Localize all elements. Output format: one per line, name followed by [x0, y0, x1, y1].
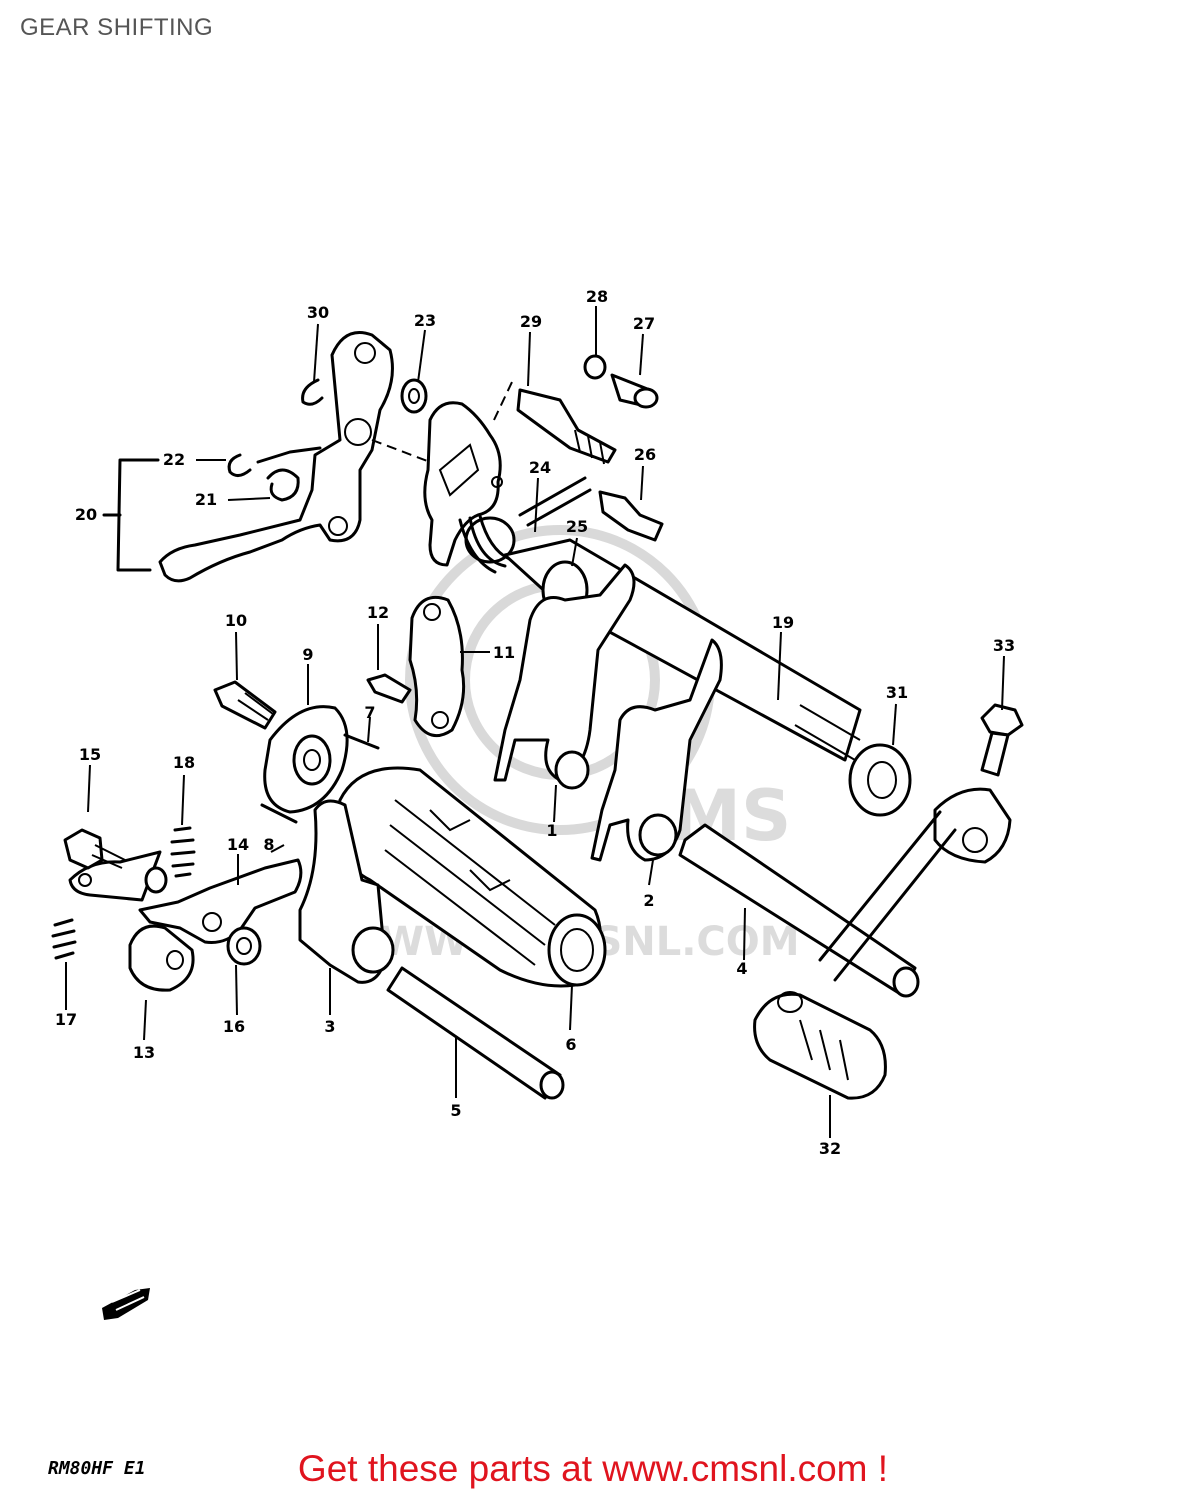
callout-6: 6 [565, 1035, 576, 1054]
callout-25: 25 [566, 517, 588, 536]
callout-13: 13 [133, 1043, 155, 1062]
callout-16: 16 [223, 1017, 245, 1036]
callout-28: 28 [586, 287, 608, 306]
callout-14: 14 [227, 835, 249, 854]
callout-12: 12 [367, 603, 389, 622]
callout-26: 26 [634, 445, 656, 464]
callout-19: 19 [772, 613, 794, 632]
callout-20: 20 [75, 505, 97, 524]
exploded-parts-diagram: WWW.CMSNL.COM CMS [51, 287, 1024, 1320]
callout-11: 11 [493, 643, 515, 662]
leader-lines [65, 306, 1005, 1138]
callout-24: 24 [529, 458, 551, 477]
stopper-plate [366, 595, 466, 738]
callout-5: 5 [450, 1101, 461, 1120]
callout-31: 31 [886, 683, 908, 702]
model-code: RM80HF E1 [48, 1458, 146, 1479]
callout-23: 23 [414, 311, 436, 330]
callout-21: 21 [195, 490, 217, 509]
callout-33: 33 [993, 636, 1015, 655]
callout-labels: 1 2 3 4 5 6 7 8 9 10 11 12 13 14 15 16 1… [55, 287, 1015, 1158]
shift-cam-plate [213, 680, 380, 824]
callout-27: 27 [633, 314, 655, 333]
callout-8: 8 [263, 835, 274, 854]
front-arrow-icon [102, 1288, 150, 1320]
callout-1: 1 [546, 821, 557, 840]
callout-10: 10 [225, 611, 247, 630]
ratchet-parts [51, 826, 303, 992]
gear-shift-lever [753, 703, 1024, 1100]
callout-3: 3 [324, 1017, 335, 1036]
callout-9: 9 [302, 645, 313, 664]
callout-22: 22 [163, 450, 185, 469]
callout-29: 29 [520, 312, 542, 331]
small-fasteners-top [400, 354, 664, 542]
shift-cam-drum [336, 766, 607, 988]
callout-4: 4 [736, 959, 747, 978]
callout-15: 15 [79, 745, 101, 764]
shift-forks [298, 563, 723, 984]
callout-7: 7 [364, 703, 375, 722]
callout-18: 18 [173, 753, 195, 772]
callout-32: 32 [819, 1139, 841, 1158]
shift-arm-assembly [158, 331, 394, 583]
callout-17: 17 [55, 1010, 77, 1029]
callout-30: 30 [307, 303, 329, 322]
callout-2: 2 [643, 891, 654, 910]
page-title: GEAR SHIFTING [20, 14, 214, 41]
get-parts-link[interactable]: Get these parts at www.cmsnl.com ! [297, 1448, 889, 1489]
